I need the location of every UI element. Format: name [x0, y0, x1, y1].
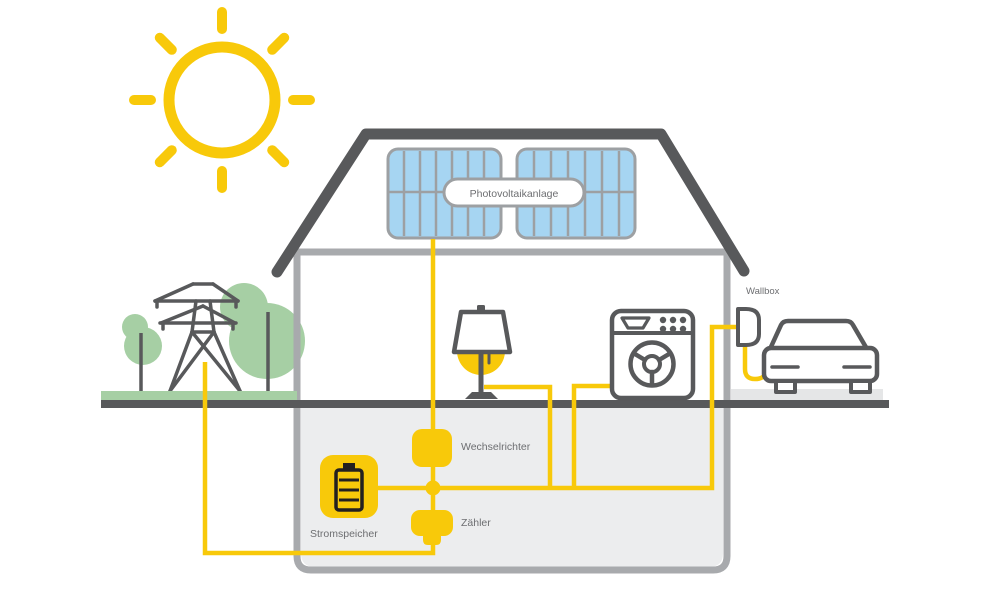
lamp-icon	[451, 305, 513, 399]
grass-strip	[101, 391, 297, 401]
washing-machine-icon	[609, 308, 696, 401]
driveway-strip	[731, 389, 883, 400]
junction-node	[425, 480, 441, 496]
meter-icon	[411, 510, 453, 545]
inverter-icon	[412, 429, 452, 467]
ground-line	[101, 400, 889, 408]
meter-label: Zähler	[461, 517, 491, 529]
car-icon	[761, 318, 880, 394]
sun-icon	[129, 7, 315, 193]
roof	[271, 128, 750, 278]
wallbox-label: Wallbox	[746, 286, 780, 297]
basement-area	[301, 404, 723, 567]
wire-pv-to-meter-to-grid	[202, 239, 436, 556]
inverter-label: Wechselrichter	[461, 441, 531, 453]
battery-label: Stromspeicher	[310, 528, 378, 540]
power-line-tower-icon	[153, 282, 242, 393]
washer-control-dots	[659, 316, 687, 333]
pv-label-pill	[442, 177, 586, 208]
pv-label: Photovoltaikanlage	[470, 188, 559, 200]
wallbox-icon	[736, 307, 761, 347]
battery-storage-icon	[320, 455, 378, 518]
wire-washing-machine	[571, 383, 611, 488]
wire-lamp	[484, 384, 553, 488]
house-walls	[293, 248, 731, 574]
tree-icon-small	[122, 314, 162, 392]
solar-panel-icon: Photovoltaikanlage	[386, 147, 637, 240]
